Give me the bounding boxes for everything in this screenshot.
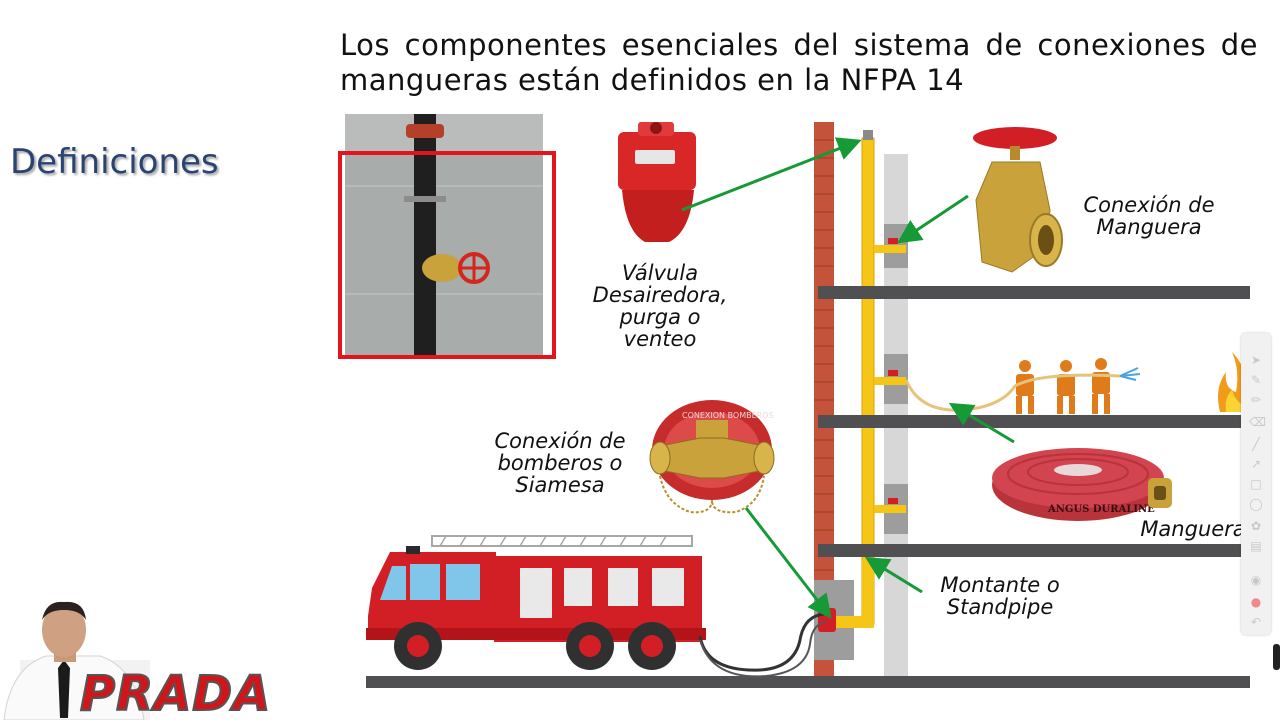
rectangle-icon[interactable]: □ — [1249, 477, 1263, 491]
siamese-connection-image: CONEXION BOMBEROS — [650, 400, 774, 512]
section-heading: Definiciones — [10, 142, 219, 182]
undo-icon[interactable]: ↶ — [1249, 615, 1263, 629]
pointer-icon[interactable]: ➤ — [1249, 353, 1263, 367]
label-conexion-manguera: Conexión de Manguera — [1066, 194, 1232, 238]
annotation-toolbar: ➤ ✎ ✏ ⌫ ╱ ↗ □ ◯ ✿ ▤ ◉ ● ↶ — [1241, 333, 1271, 635]
vent-cap — [863, 130, 873, 140]
standpipe-photo — [340, 114, 554, 358]
supply-hose-2 — [700, 622, 826, 676]
highlighter-icon[interactable]: ✏ — [1249, 393, 1263, 407]
arrow-icon[interactable]: ↗ — [1249, 457, 1263, 471]
color-icon[interactable]: ● — [1249, 595, 1263, 609]
pen-icon[interactable]: ✎ — [1249, 373, 1263, 387]
text-icon[interactable]: ▤ — [1249, 539, 1263, 553]
hose-valve-image — [973, 127, 1062, 272]
firefighters — [1016, 358, 1110, 414]
scroll-handle[interactable] — [1273, 644, 1280, 670]
fire-truck — [366, 536, 706, 670]
supply-hose — [700, 614, 824, 670]
hose-brand-text: ANGUS DURALINE — [1047, 504, 1155, 515]
deployed-hose — [906, 375, 1120, 410]
stamp-icon[interactable]: ✿ — [1249, 519, 1263, 533]
label-manguera: Manguera — [1128, 518, 1258, 540]
fire-hose-image: ANGUS DURALINE — [992, 448, 1172, 521]
line-icon[interactable]: ╱ — [1249, 437, 1263, 451]
label-conexion-bomberos: Conexión de bomberos o Siamesa — [478, 430, 642, 496]
label-montante-standpipe: Montante o Standpipe — [920, 574, 1080, 618]
eraser-icon[interactable]: ⌫ — [1249, 415, 1263, 429]
record-icon[interactable]: ◉ — [1249, 573, 1263, 587]
arrow-to-hose-outlet — [902, 196, 968, 240]
prada-logo: PRADA — [80, 670, 271, 718]
siamese-plate-text: CONEXION BOMBEROS — [682, 411, 774, 420]
air-release-valve-image — [618, 122, 696, 242]
ellipse-icon[interactable]: ◯ — [1249, 497, 1263, 511]
slide-title: Los componentes esenciales del sistema d… — [340, 28, 1258, 98]
label-valvula-desairedora: Válvula Desairedora, purga o venteo — [580, 262, 740, 350]
water-spray — [1120, 368, 1140, 380]
